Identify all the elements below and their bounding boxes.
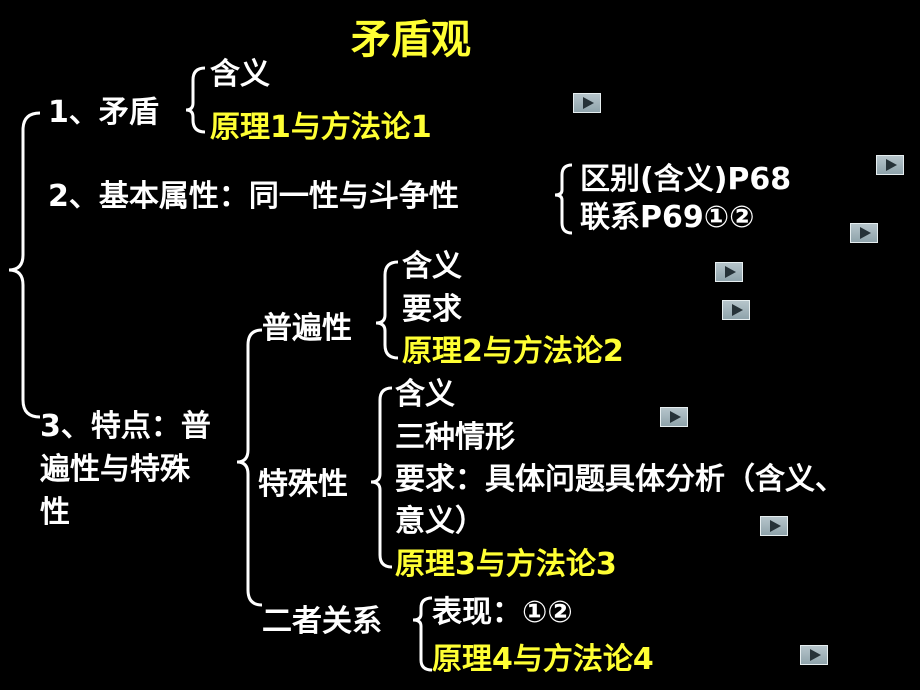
relation-manifestation: 表现：①② [432,595,573,630]
play-triangle-icon[interactable] [715,262,743,282]
contradiction-meaning: 含义 [210,57,270,92]
universality-requirement: 要求 [402,292,462,327]
play-triangle-icon[interactable] [722,300,750,320]
relation-label: 二者关系 [262,604,382,639]
slide-title: 矛盾观 [351,17,471,63]
particularity-requirement-cont: 意义） [395,504,485,539]
play-triangle-icon[interactable] [573,93,601,113]
three-situations: 三种情形 [395,420,515,455]
play-triangle-icon[interactable] [660,407,688,427]
features-label-line1: 3、特点：普 [40,409,211,444]
difference-text: 区别(含义)P68 [580,162,792,197]
play-triangle-icon[interactable] [800,645,828,665]
contradiction-label: 1、矛盾 [48,95,159,130]
particularity-requirement: 要求：具体问题具体分析（含义、 [395,462,845,497]
play-triangle-icon[interactable] [760,516,788,536]
principle-4: 原理4与方法论4 [432,642,654,677]
universality-meaning: 含义 [402,249,462,284]
features-label-line3: 性 [40,495,70,530]
features-label-line2: 遍性与特殊 [40,452,190,487]
particularity-label: 特殊性 [258,467,348,502]
play-triangle-icon[interactable] [876,155,904,175]
attributes-label: 2、基本属性：同一性与斗争性 [48,179,459,214]
particularity-meaning: 含义 [395,377,455,412]
connection-text: 联系P69①② [580,200,755,235]
principle-3: 原理3与方法论3 [395,547,617,582]
principle-1: 原理1与方法论1 [210,110,432,145]
universality-label: 普遍性 [262,311,352,346]
play-triangle-icon[interactable] [850,223,878,243]
principle-2: 原理2与方法论2 [402,334,624,369]
